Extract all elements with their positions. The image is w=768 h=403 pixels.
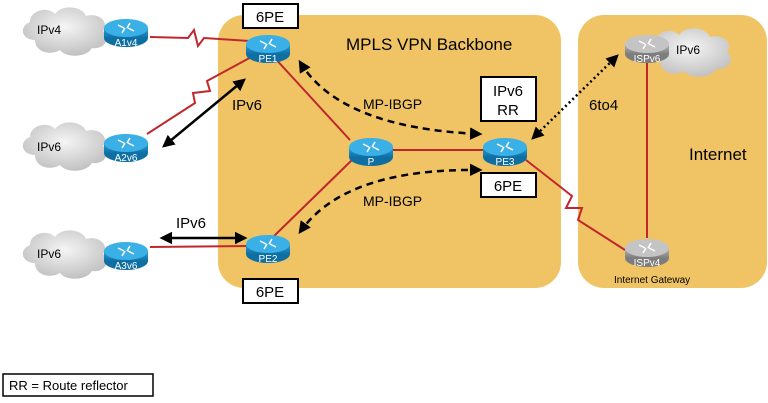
mp-ibgp-bottom-arrow <box>298 163 483 235</box>
internet-region <box>578 15 767 288</box>
router-pe3[interactable]: PE3 <box>483 138 527 168</box>
router-ispv6-label: ISPv6 <box>634 54 661 65</box>
cloud-a3-label: IPv6 <box>37 247 61 261</box>
rr-line1-label: IPv6 <box>493 83 523 100</box>
mp-ibgp-top-label: MP-IBGP <box>363 96 422 112</box>
router-a1v4-label: A1v4 <box>115 38 138 49</box>
pe2-6pe-box: 6PE <box>242 278 299 304</box>
cloud-isp-label: IPv6 <box>676 43 700 57</box>
link-pe3-ispv4 <box>525 159 626 251</box>
cloud-a2: IPv6 <box>22 122 107 171</box>
legend-box: RR = Route reflector <box>2 373 154 397</box>
mp-ibgp-bottom-label: MP-IBGP <box>363 193 422 209</box>
cloud-isp: IPv6 <box>648 28 731 77</box>
cloud-a3: IPv6 <box>22 230 107 279</box>
cloud-a2-label: IPv6 <box>37 140 61 154</box>
router-a1v4[interactable]: A1v4 <box>104 19 148 49</box>
router-pe2[interactable]: PE2 <box>246 235 290 265</box>
internet-title: Internet <box>689 145 747 164</box>
router-pe2-label: PE2 <box>259 254 278 265</box>
router-a2v6[interactable]: A2v6 <box>104 134 148 164</box>
pe2-6pe-label: 6PE <box>256 284 284 301</box>
router-ispv6[interactable]: ISPv6 <box>625 35 669 65</box>
router-p[interactable]: P <box>349 138 393 168</box>
ipv6-rr-box: IPv6 RR <box>480 76 537 122</box>
router-pe3-label: PE3 <box>496 157 515 168</box>
pe1-6pe-label: 6PE <box>256 9 284 26</box>
internet-gateway-label: Internet Gateway <box>614 275 690 286</box>
cloud-a1-label: IPv4 <box>37 23 61 37</box>
router-a3v6[interactable]: A3v6 <box>104 242 148 272</box>
link-a2-pe1-label: IPv6 <box>232 97 262 114</box>
pe3-6pe-box: 6PE <box>480 172 537 198</box>
backbone-title: MPLS VPN Backbone <box>346 35 512 54</box>
mp-ibgp-top-arrow <box>298 59 483 140</box>
router-pe1[interactable]: PE1 <box>246 35 290 65</box>
link-a1v4-pe1 <box>149 27 251 49</box>
router-a2v6-label: A2v6 <box>115 153 138 164</box>
cloud-a1: IPv4 <box>22 7 107 56</box>
six-to-four-label: 6to4 <box>589 97 618 114</box>
router-a3v6-label: A3v6 <box>115 261 138 272</box>
link-a3-pe2-label: IPv6 <box>176 215 206 232</box>
arrow-a2v6-pe1 <box>162 78 246 148</box>
router-p-label: P <box>368 157 375 168</box>
pe1-6pe-box: 6PE <box>242 3 299 29</box>
rr-line2-label: RR <box>497 102 519 119</box>
legend-text: RR = Route reflector <box>9 378 129 393</box>
link-a3v6-pe2 <box>149 245 251 248</box>
pe3-6pe-label: 6PE <box>494 178 522 195</box>
router-pe1-label: PE1 <box>259 54 278 65</box>
router-ispv4[interactable]: ISPv4 <box>625 239 669 269</box>
router-ispv4-label: ISPv4 <box>634 258 661 269</box>
